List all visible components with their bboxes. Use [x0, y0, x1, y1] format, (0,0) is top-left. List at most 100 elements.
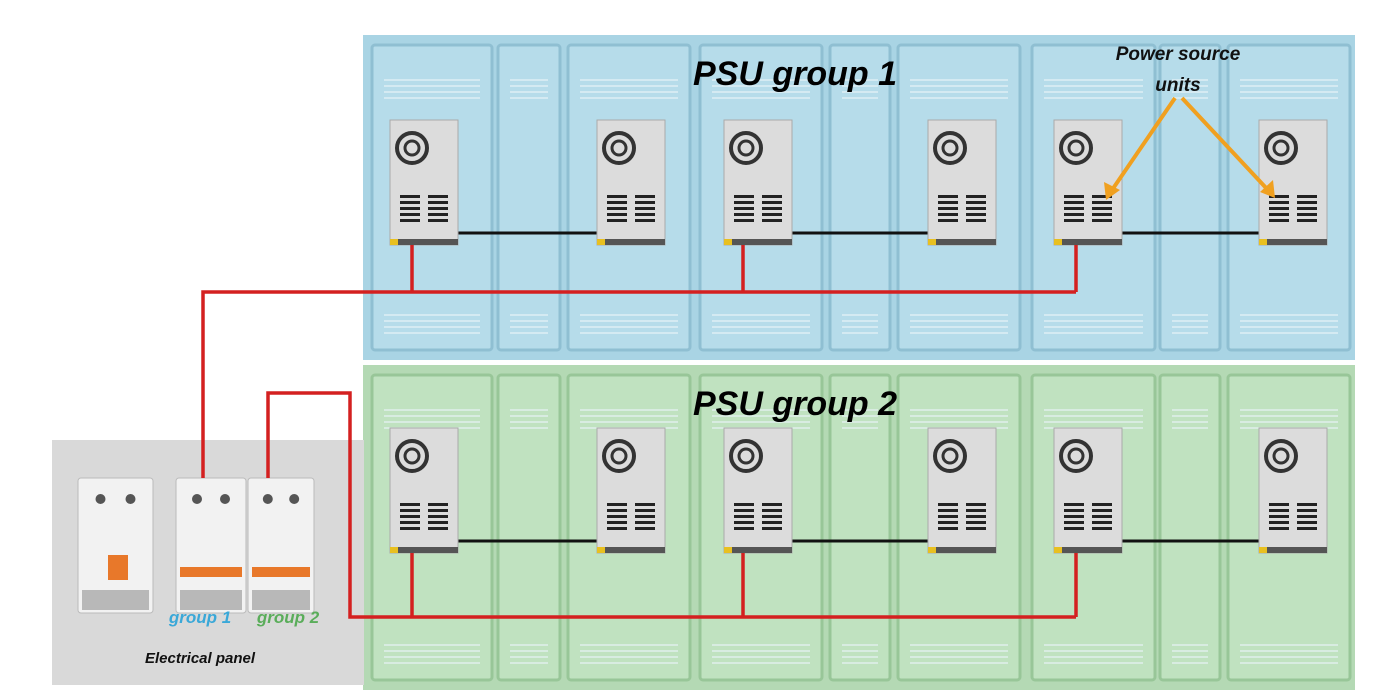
toggle-lever: [252, 567, 310, 577]
psu-vent: [607, 521, 627, 524]
screw: [262, 494, 273, 504]
psu-terminals: [1054, 547, 1122, 553]
psu-vent: [400, 527, 420, 530]
power-supply-unit: [927, 427, 997, 554]
fan-icon-inner: [610, 447, 628, 465]
psu-vent: [762, 207, 782, 210]
locker-door: [828, 43, 892, 352]
psu-vent: [762, 503, 782, 506]
psu-terminal-ground: [1259, 547, 1267, 553]
psu-vent: [938, 515, 958, 518]
power-supply-unit: [1053, 119, 1123, 246]
psu-vent: [1297, 503, 1317, 506]
psu-terminal-ground: [928, 547, 936, 553]
power-supply-unit: [389, 119, 459, 246]
psu-vent: [1269, 219, 1289, 222]
fan-icon-inner: [1272, 139, 1290, 157]
psu-vent: [734, 219, 754, 222]
psu-vent: [938, 503, 958, 506]
psu-vent: [1064, 213, 1084, 216]
psu-vent: [400, 195, 420, 198]
psu-vent: [607, 195, 627, 198]
psu-vent: [635, 201, 655, 204]
psu-vent: [1064, 219, 1084, 222]
psu-terminal-ground: [1054, 547, 1062, 553]
psu-vent: [1064, 521, 1084, 524]
psu-vent: [1064, 207, 1084, 210]
screw: [125, 494, 136, 504]
locker-door: [828, 373, 892, 682]
psu-vent: [1092, 201, 1112, 204]
psu-terminals: [928, 547, 996, 553]
psu-vent: [734, 213, 754, 216]
fan-icon-inner: [1067, 447, 1085, 465]
psu-vent: [1064, 515, 1084, 518]
breaker-group-2: [247, 477, 315, 614]
psu-vent: [938, 201, 958, 204]
arrow-left: [1110, 96, 1177, 192]
annotation-arrows: [1104, 96, 1275, 200]
psu-terminals: [1259, 239, 1327, 245]
psu-terminals: [597, 239, 665, 245]
psu-vent: [400, 515, 420, 518]
power-supply-unit: [723, 119, 793, 246]
psu-vent: [607, 213, 627, 216]
psu-vent: [1092, 515, 1112, 518]
fan-icon: [395, 439, 429, 473]
power-supply-unit: [596, 119, 666, 246]
psu-terminal-ground: [597, 547, 605, 553]
psu-vent: [1092, 213, 1112, 216]
psu-terminals: [1054, 239, 1122, 245]
rcd-breaker: [77, 477, 154, 614]
psu-vent: [1064, 201, 1084, 204]
psu-vent: [1064, 195, 1084, 198]
psu-vent: [400, 201, 420, 204]
psu-vent: [635, 521, 655, 524]
psu-vent: [938, 219, 958, 222]
fan-icon-inner: [941, 447, 959, 465]
psu-vent: [734, 509, 754, 512]
psu-vent: [734, 521, 754, 524]
locker: [828, 373, 892, 682]
psu-terminal-ground: [390, 239, 398, 245]
psu-vent: [607, 219, 627, 222]
psu-vent: [635, 207, 655, 210]
power-supply-unit: [1258, 427, 1328, 554]
psu-vent: [1297, 207, 1317, 210]
psu-vent: [1092, 207, 1112, 210]
psu-terminal-ground: [597, 239, 605, 245]
psu-terminal-ground: [724, 239, 732, 245]
psu-vent: [734, 195, 754, 198]
psu-terminal-ground: [1259, 239, 1267, 245]
psu-terminals: [1259, 547, 1327, 553]
psu-vent: [938, 509, 958, 512]
breaker-group-1: [175, 477, 247, 614]
annotation-line-1: Power source: [1116, 44, 1241, 65]
psu-vent: [938, 521, 958, 524]
fan-icon: [729, 131, 763, 165]
psu-vent: [966, 201, 986, 204]
psu-vent: [635, 219, 655, 222]
fan-icon: [602, 439, 636, 473]
fan-icon: [1264, 439, 1298, 473]
psu-terminal-ground: [724, 547, 732, 553]
locker: [496, 373, 562, 682]
psu-terminals: [597, 547, 665, 553]
psu-vent: [1269, 213, 1289, 216]
psu-vent: [400, 521, 420, 524]
psu-vent: [734, 503, 754, 506]
psu-vent: [1092, 527, 1112, 530]
psu-vent: [428, 219, 448, 222]
power-wire-group-1: [201, 245, 1078, 478]
power-supply-unit: [927, 119, 997, 246]
fan-icon: [602, 131, 636, 165]
psu-vent: [1269, 201, 1289, 204]
psu-vent: [428, 201, 448, 204]
psu-terminals: [928, 239, 996, 245]
psu-vent: [734, 527, 754, 530]
fan-icon: [1059, 439, 1093, 473]
psu-vent: [1297, 515, 1317, 518]
psu-vent: [607, 515, 627, 518]
psu-vent: [762, 527, 782, 530]
